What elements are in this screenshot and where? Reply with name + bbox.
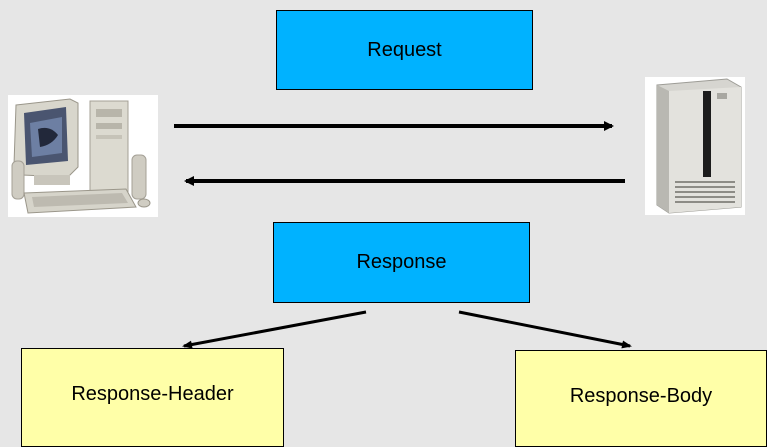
server-tower-icon bbox=[645, 77, 745, 215]
response-body-label: Response-Body bbox=[569, 385, 713, 407]
body-branch-arrow bbox=[458, 310, 632, 349]
response-header-box: Response-Header bbox=[21, 348, 284, 447]
request-box: Request bbox=[276, 10, 533, 90]
header-branch-arrow bbox=[182, 310, 367, 349]
desktop-computer-icon bbox=[8, 95, 158, 217]
request-label: Request bbox=[367, 38, 442, 61]
response-box: Response bbox=[273, 222, 530, 303]
response-label: Response bbox=[356, 251, 447, 273]
response-body-box: Response-Body bbox=[515, 350, 767, 447]
response-header-label: Response-Header bbox=[71, 383, 234, 405]
